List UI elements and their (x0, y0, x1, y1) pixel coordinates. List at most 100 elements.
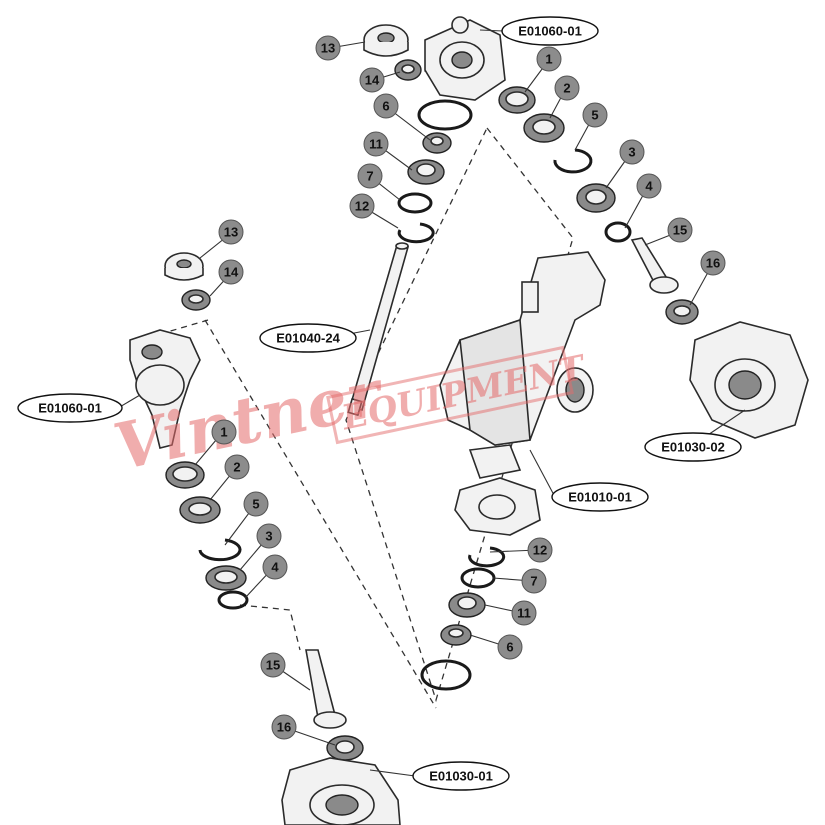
shaft-e01040 (347, 242, 410, 417)
callout-2-left: 2 (224, 454, 250, 480)
callout-3-right: 3 (619, 139, 645, 165)
svg-text:13: 13 (224, 225, 238, 240)
part-code-e01030-01: E01030-01 (412, 761, 510, 791)
svg-text:4: 4 (645, 179, 653, 194)
seal-bottom-6 (440, 624, 472, 646)
svg-text:E01010-01: E01010-01 (568, 490, 632, 505)
spindle-right-15 (630, 237, 679, 294)
svg-text:4: 4 (271, 560, 279, 575)
circlip-left-5 (198, 538, 242, 562)
callout-16-right: 16 (700, 250, 726, 276)
circlip-bottom-12 (468, 546, 506, 568)
washer-bottom-7 (460, 567, 496, 589)
callout-13-top: 13 (315, 35, 341, 61)
dust-cap-left (164, 252, 204, 281)
svg-text:14: 14 (365, 73, 380, 88)
callout-4-right: 4 (636, 173, 662, 199)
bearing-left-3 (205, 565, 247, 591)
svg-text:1: 1 (220, 425, 227, 440)
left-assembly (129, 252, 401, 825)
spindle-left-15 (305, 649, 347, 729)
part-code-e01060-left: E01060-01 (17, 393, 123, 423)
callout-7-bottom: 7 (521, 568, 547, 594)
svg-text:E01060-01: E01060-01 (518, 24, 582, 39)
callout-6-top: 6 (373, 93, 399, 119)
callout-11-bottom: 11 (511, 600, 537, 626)
svg-text:1: 1 (545, 52, 552, 67)
watermark-box (326, 345, 574, 445)
seal-right-1 (498, 86, 536, 114)
bearing-top-14 (394, 59, 422, 81)
callout-11-top: 11 (363, 131, 389, 157)
upper-housing-left (129, 329, 201, 449)
o-ring-bottom (420, 659, 472, 691)
callout-12-top: 12 (349, 193, 375, 219)
seal-top-6 (422, 132, 452, 154)
part-code-e01030-02: E01030-02 (644, 432, 742, 462)
callout-12-bottom: 12 (527, 537, 553, 563)
svg-text:5: 5 (252, 497, 259, 512)
dust-cap-top (363, 24, 409, 57)
svg-text:6: 6 (506, 640, 513, 655)
hub-e01030-01 (281, 757, 401, 825)
svg-text:16: 16 (706, 256, 720, 271)
callout-1-left: 1 (211, 419, 237, 445)
washer-top-7 (397, 192, 433, 214)
part-code-e01040: E01040-24 (259, 323, 357, 353)
callout-13-left: 13 (218, 219, 244, 245)
seal-right-2 (523, 113, 565, 143)
part-code-e01010: E01010-01 (551, 482, 649, 512)
svg-text:6: 6 (382, 99, 389, 114)
washer-right-4 (604, 221, 632, 243)
bearing-right-3 (576, 183, 616, 213)
svg-text:14: 14 (224, 265, 239, 280)
center-lower-parts (420, 546, 506, 691)
svg-text:3: 3 (265, 529, 272, 544)
callout-6-bottom: 6 (497, 634, 523, 660)
svg-text:11: 11 (369, 137, 383, 152)
svg-text:11: 11 (517, 606, 531, 621)
callout-5-left: 5 (243, 491, 269, 517)
svg-text:E01060-01: E01060-01 (38, 401, 102, 416)
svg-text:15: 15 (266, 658, 280, 673)
right-column-parts (498, 86, 809, 439)
callout-4-left: 4 (262, 554, 288, 580)
callout-16-left: 16 (271, 714, 297, 740)
svg-text:3: 3 (628, 145, 635, 160)
seal-left-2 (179, 496, 221, 524)
svg-text:2: 2 (233, 460, 240, 475)
svg-text:7: 7 (530, 574, 537, 589)
svg-text:2: 2 (563, 81, 570, 96)
svg-text:13: 13 (321, 41, 335, 56)
bearing-left-16 (326, 735, 364, 761)
callout-14-top: 14 (359, 67, 385, 93)
callout-15-left: 15 (260, 652, 286, 678)
svg-text:E01030-01: E01030-01 (429, 769, 493, 784)
svg-text:16: 16 (277, 720, 291, 735)
callout-14-left: 14 (218, 259, 244, 285)
circlip-right-5 (553, 148, 593, 174)
seal-left-1 (165, 461, 205, 489)
svg-text:12: 12 (355, 199, 369, 214)
bearing-bottom-11 (448, 592, 486, 618)
o-ring-top (417, 99, 473, 131)
bearing-top-11 (407, 159, 445, 185)
upper-housing-top (424, 16, 506, 101)
svg-text:12: 12 (533, 543, 547, 558)
part-code-labels: E01060-01 E01040-24 E01060-01 E01030-02 … (17, 16, 742, 791)
callout-3-left: 3 (256, 523, 282, 549)
callout-badges: 13 14 6 11 7 12 1 2 5 3 4 15 16 13 14 1 … (211, 35, 726, 740)
callout-1-right: 1 (536, 46, 562, 72)
hub-e01030-02 (689, 321, 809, 439)
circlip-top-12 (397, 222, 435, 244)
top-assembly (347, 16, 506, 417)
callout-2-right: 2 (554, 75, 580, 101)
callout-5-right: 5 (582, 102, 608, 128)
bearing-right-16 (665, 299, 699, 325)
svg-text:E01030-02: E01030-02 (661, 440, 725, 455)
callout-15-right: 15 (667, 217, 693, 243)
svg-text:E01040-24: E01040-24 (276, 331, 340, 346)
svg-text:7: 7 (366, 169, 373, 184)
